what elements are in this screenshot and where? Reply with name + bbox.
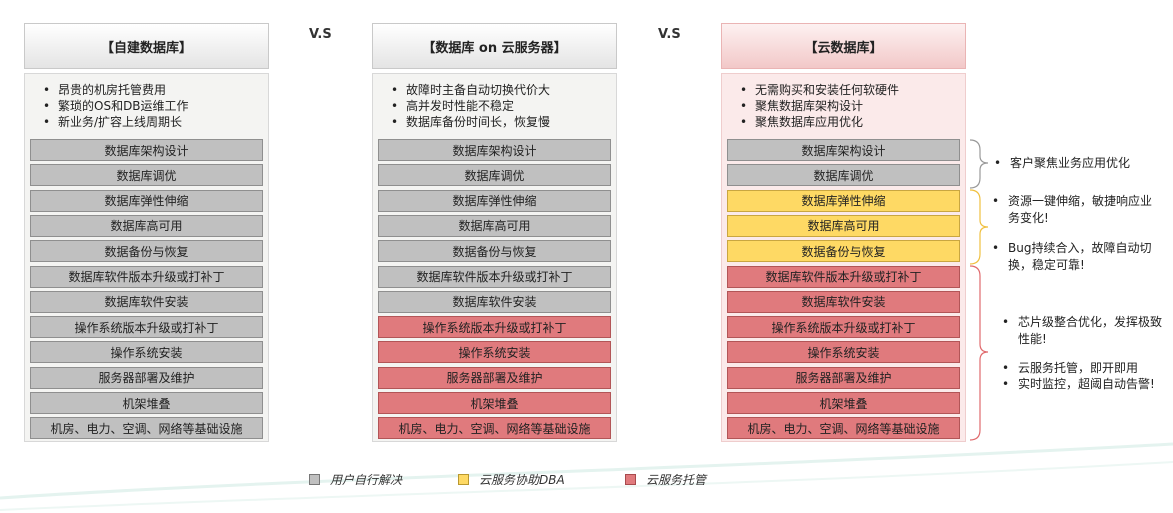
note-stable-reliable: Bug持续合入，故障自动切换，稳定可靠! <box>990 240 1156 274</box>
responsibility-row: 数据库软件版本升级或打补丁 <box>378 265 611 288</box>
responsibility-row: 操作系统版本升级或打补丁 <box>378 316 611 339</box>
benefit: 聚焦数据库架构设计 <box>737 98 899 114</box>
bracket-self <box>969 139 989 189</box>
note-managed-service: 云服务托管，即开即用 <box>1000 360 1166 377</box>
pain-point: 新业务/扩容上线周期长 <box>40 114 189 130</box>
column-title: 【数据库 on 云服务器】 <box>422 40 567 56</box>
legend-swatch <box>625 474 636 485</box>
responsibility-row: 数据库高可用 <box>378 214 611 237</box>
pain-point: 数据库备份时间长，恢复慢 <box>388 114 550 130</box>
responsibility-row: 操作系统版本升级或打补丁 <box>30 316 263 339</box>
responsibility-row: 数据库弹性伸缩 <box>727 189 960 212</box>
responsibility-row: 操作系统安装 <box>727 341 960 364</box>
note-elastic-scaling: 资源一键伸缩，敏捷响应业务变化! <box>990 193 1156 227</box>
legend-item-self: 用户自行解决 <box>309 471 402 488</box>
responsibility-row: 数据备份与恢复 <box>378 240 611 263</box>
responsibility-row: 服务器部署及维护 <box>727 366 960 389</box>
responsibility-row: 数据备份与恢复 <box>727 240 960 263</box>
responsibility-row: 机架堆叠 <box>378 392 611 414</box>
responsibility-row: 服务器部署及维护 <box>30 366 263 389</box>
pain-point: 故障时主备自动切换代价大 <box>388 82 550 98</box>
legend-swatch <box>458 474 469 485</box>
responsibility-row: 操作系统安装 <box>378 341 611 364</box>
note-chip-optimization: 芯片级整合优化，发挥极致性能! <box>1000 314 1166 348</box>
column-header-db-on-cloud-server: 【数据库 on 云服务器】 <box>372 23 617 69</box>
responsibility-row: 机房、电力、空调、网络等基础设施 <box>727 417 960 440</box>
responsibility-row: 数据库高可用 <box>727 214 960 237</box>
legend-label: 云服务协助DBA <box>479 473 565 487</box>
column-header-self-built: 【自建数据库】 <box>24 23 269 69</box>
legend-swatch <box>309 474 320 485</box>
responsibility-row: 数据库高可用 <box>30 214 263 237</box>
pain-point-list: 故障时主备自动切换代价大 高并发时性能不稳定 数据库备份时间长，恢复慢 <box>388 82 550 130</box>
pain-point-list: 昂贵的机房托管费用 繁琐的OS和DB运维工作 新业务/扩容上线周期长 <box>40 82 189 130</box>
responsibility-row: 数据库软件安装 <box>30 290 263 313</box>
responsibility-row: 数据库软件安装 <box>378 290 611 313</box>
responsibility-row: 数据库调优 <box>727 164 960 187</box>
benefit: 无需购买和安装任何软硬件 <box>737 82 899 98</box>
bracket-dba <box>969 189 989 265</box>
responsibility-row: 数据库软件版本升级或打补丁 <box>727 265 960 288</box>
vs-label: V.S <box>658 27 681 42</box>
bracket-cloud <box>969 265 989 441</box>
benefit: 聚焦数据库应用优化 <box>737 114 899 130</box>
responsibility-row: 数据库弹性伸缩 <box>378 189 611 212</box>
vs-label: V.S <box>309 27 332 42</box>
pain-point: 高并发时性能不稳定 <box>388 98 550 114</box>
responsibility-row: 数据库架构设计 <box>727 139 960 161</box>
responsibility-row: 数据备份与恢复 <box>30 240 263 263</box>
legend-item-cloud: 云服务托管 <box>625 471 706 488</box>
responsibility-row: 数据库软件版本升级或打补丁 <box>30 265 263 288</box>
legend-label: 用户自行解决 <box>330 473 403 487</box>
responsibility-row: 机房、电力、空调、网络等基础设施 <box>378 417 611 440</box>
pain-point: 繁琐的OS和DB运维工作 <box>40 98 189 114</box>
column-self-built: 昂贵的机房托管费用 繁琐的OS和DB运维工作 新业务/扩容上线周期长 数据库架构… <box>24 73 269 442</box>
responsibility-row: 机架堆叠 <box>30 392 263 414</box>
responsibility-row: 数据库架构设计 <box>30 139 263 161</box>
column-cloud-database: 无需购买和安装任何软硬件 聚焦数据库架构设计 聚焦数据库应用优化 数据库架构设计… <box>721 73 966 442</box>
responsibility-row: 数据库软件安装 <box>727 290 960 313</box>
column-header-cloud-database: 【云数据库】 <box>721 23 966 69</box>
note-monitoring-alerts: 实时监控，超阈自动告警! <box>1000 376 1172 393</box>
responsibility-row: 数据库调优 <box>30 164 263 187</box>
responsibility-row: 机房、电力、空调、网络等基础设施 <box>30 417 263 440</box>
responsibility-row: 服务器部署及维护 <box>378 366 611 389</box>
note-customer-focus: 客户聚焦业务应用优化 <box>992 155 1162 172</box>
column-db-on-cloud-server: 故障时主备自动切换代价大 高并发时性能不稳定 数据库备份时间长，恢复慢 数据库架… <box>372 73 617 442</box>
legend-label: 云服务托管 <box>646 473 707 487</box>
responsibility-row: 数据库架构设计 <box>378 139 611 161</box>
column-title: 【云数据库】 <box>804 40 883 56</box>
responsibility-row: 操作系统版本升级或打补丁 <box>727 316 960 339</box>
responsibility-row: 机架堆叠 <box>727 392 960 414</box>
legend-item-dba: 云服务协助DBA <box>458 471 565 488</box>
column-title: 【自建数据库】 <box>100 40 192 56</box>
benefit-list: 无需购买和安装任何软硬件 聚焦数据库架构设计 聚焦数据库应用优化 <box>737 82 899 130</box>
responsibility-row: 数据库调优 <box>378 164 611 187</box>
responsibility-row: 操作系统安装 <box>30 341 263 364</box>
pain-point: 昂贵的机房托管费用 <box>40 82 189 98</box>
responsibility-row: 数据库弹性伸缩 <box>30 189 263 212</box>
